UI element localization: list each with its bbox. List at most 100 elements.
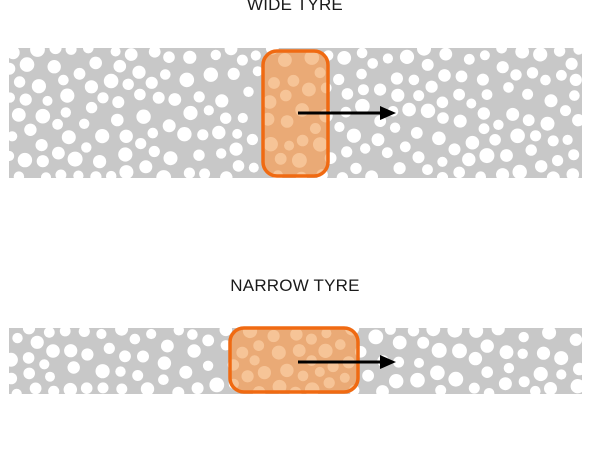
- aggregate-stone: [357, 84, 369, 96]
- aggregate-stone: [483, 388, 495, 394]
- aggregate-stone: [64, 344, 78, 358]
- aggregate-stone: [530, 130, 542, 142]
- aggregate-stone: [60, 107, 71, 118]
- aggregate-stone: [438, 69, 451, 82]
- aggregate-stone: [562, 134, 573, 145]
- aggregate-stone: [566, 168, 580, 178]
- aggregate-stone: [522, 88, 534, 100]
- aggregate-stone: [163, 151, 178, 166]
- aggregate-stone: [19, 93, 32, 106]
- aggregate-stone: [320, 82, 328, 94]
- aggregate-stone: [544, 382, 557, 394]
- aggregate-stone: [148, 145, 160, 158]
- aggregate-stone: [183, 167, 195, 178]
- aggregate-stone: [560, 105, 571, 117]
- aggregate-stone: [49, 48, 62, 55]
- aggregate-stone: [280, 89, 292, 102]
- aggregate-stone: [113, 59, 127, 73]
- aggregate-stone: [477, 107, 490, 120]
- aggregate-stone: [80, 382, 93, 394]
- aggregate-stone: [90, 171, 102, 178]
- aggregate-stone: [503, 82, 514, 93]
- aggregate-stone: [284, 140, 295, 151]
- aggregate-stone: [546, 171, 560, 178]
- aggregate-stone: [475, 171, 486, 178]
- aggregate-stone: [431, 342, 447, 358]
- aggregate-stone: [346, 128, 361, 143]
- aggregate-stone: [392, 335, 407, 350]
- aggregate-stone: [89, 56, 102, 70]
- aggregate-stone: [212, 125, 226, 140]
- aggregate-stone: [407, 328, 420, 337]
- aggregate-stone: [160, 69, 171, 80]
- aggregate-stone: [493, 119, 504, 130]
- aggregate-stone: [193, 149, 205, 161]
- aggregate-stone: [518, 331, 529, 343]
- aggregate-stone: [421, 58, 434, 71]
- aggregate-stone: [9, 92, 15, 103]
- aggregate-stone: [479, 50, 490, 61]
- aggregate-stone: [61, 130, 76, 145]
- aggregate-stone: [13, 76, 26, 88]
- aggregate-stone: [565, 57, 578, 70]
- aggregate-stone: [305, 333, 317, 345]
- aggregate-stone: [73, 170, 84, 178]
- aggregate-stone: [52, 146, 65, 160]
- aggregate-stone: [526, 67, 539, 79]
- aggregate-stone: [9, 48, 20, 60]
- aggregate-stone: [145, 76, 158, 89]
- aggregate-stone: [227, 67, 240, 80]
- aggregate-stone: [350, 162, 362, 175]
- wide-tyre-panel: [9, 48, 582, 178]
- aggregate-stone: [46, 344, 60, 358]
- aggregate-stone: [512, 164, 527, 178]
- aggregate-stone: [30, 48, 45, 57]
- aggregate-stone: [374, 83, 387, 96]
- aggregate-stone: [67, 151, 83, 167]
- aggregate-stone: [553, 48, 566, 57]
- aggregate-stone: [304, 51, 320, 65]
- aggregate-stone: [112, 96, 125, 109]
- aggregate-stone: [65, 48, 77, 55]
- aggregate-stone: [60, 88, 75, 103]
- aggregate-stone: [463, 53, 475, 65]
- aggregate-stone: [510, 128, 525, 144]
- aggregate-stone: [45, 371, 55, 382]
- aggregate-stone: [333, 73, 345, 86]
- aggregate-stone: [248, 162, 259, 173]
- aggregate-stone: [436, 96, 449, 109]
- aggregate-stone: [399, 141, 411, 153]
- aggregate-stone: [243, 86, 254, 97]
- aggregate-stone: [540, 116, 555, 131]
- aggregate-stone: [321, 328, 332, 339]
- aggregate-stone: [162, 119, 176, 133]
- aggregate-stone: [547, 135, 559, 147]
- aggregate-stone: [95, 129, 110, 144]
- aggregate-stone: [453, 88, 465, 101]
- aggregate-stone: [146, 328, 157, 340]
- aggregate-stone: [157, 356, 172, 370]
- aggregate-stone: [430, 365, 445, 381]
- aggregate-stone: [95, 364, 110, 379]
- aggregate-stone: [9, 150, 15, 162]
- contact-patch-outline: [228, 326, 360, 394]
- aggregate-stone: [274, 152, 287, 165]
- aggregate-stone: [253, 340, 265, 351]
- aggregate-stone: [506, 107, 520, 121]
- aggregate-stone: [137, 350, 149, 363]
- aggregate-stone: [41, 172, 51, 178]
- aggregate-stone: [468, 351, 483, 366]
- aggregate-stone: [119, 350, 131, 363]
- aggregate-stone: [496, 61, 509, 74]
- aggregate-stone: [278, 53, 292, 67]
- aggregate-stone: [132, 370, 144, 381]
- aggregate-stone: [292, 344, 306, 357]
- aggregate-stone: [129, 333, 141, 345]
- aggregate-stone: [297, 370, 309, 382]
- aggregate-stone: [236, 346, 249, 359]
- aggregate-stone: [420, 103, 436, 118]
- aggregate-stone: [544, 94, 558, 108]
- aggregate-stone: [522, 114, 535, 127]
- aggregate-stone: [302, 82, 316, 97]
